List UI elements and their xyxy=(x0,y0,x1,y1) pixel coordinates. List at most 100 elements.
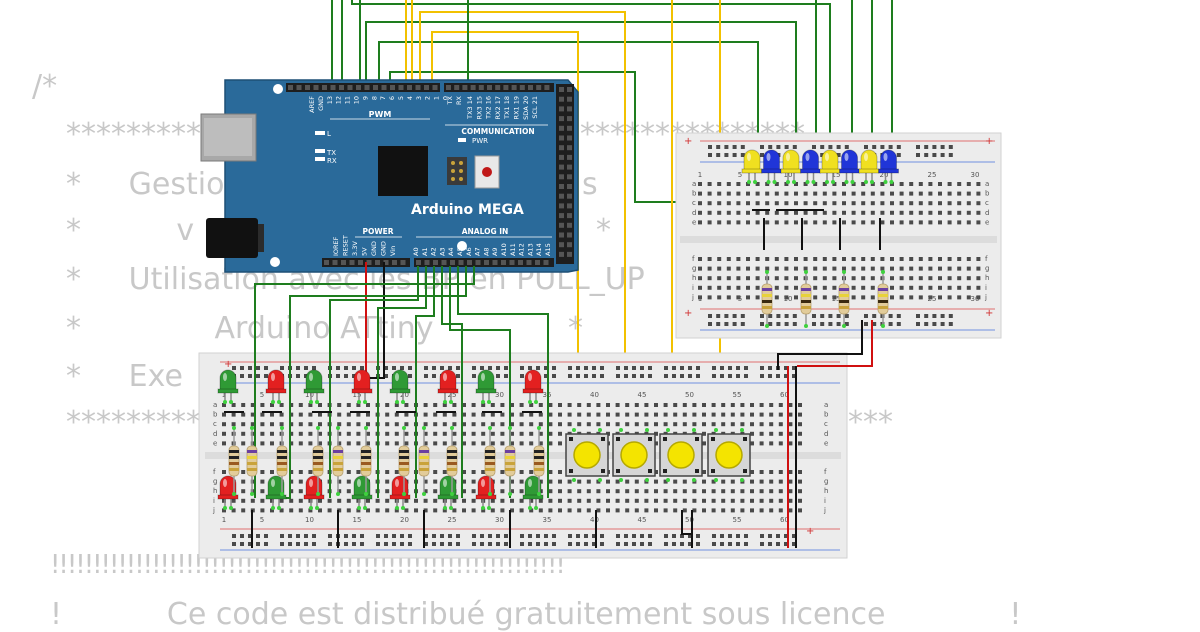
breadboard-hole xyxy=(736,276,741,281)
breadboard-hole xyxy=(888,322,893,326)
breadboard-hole xyxy=(692,498,697,503)
header-pin xyxy=(347,85,353,90)
breadboard-hole xyxy=(490,422,495,427)
resistor-pin-marker xyxy=(488,426,492,430)
breadboard-hole xyxy=(510,498,514,503)
breadboard-hole xyxy=(384,374,388,378)
breadboard-hole xyxy=(452,403,457,407)
breadboard-hole xyxy=(732,153,737,157)
breadboard-hole xyxy=(432,534,436,538)
breadboard-hole xyxy=(940,153,945,157)
resistor-pin-marker xyxy=(881,270,885,274)
breadboard-hole xyxy=(392,542,396,546)
breadboard-hole xyxy=(304,366,308,370)
breadboard-hole xyxy=(568,374,572,378)
breadboard-hole xyxy=(634,422,639,427)
breadboard-hole xyxy=(289,412,294,417)
breadboard-hole xyxy=(584,534,588,538)
pin-label: RX2 17 xyxy=(494,96,502,119)
wire xyxy=(351,0,831,150)
resistor-band xyxy=(762,288,772,291)
resistor xyxy=(533,426,545,496)
breadboard-hole xyxy=(744,542,748,546)
wire-5v xyxy=(797,320,873,367)
breadboard-hole xyxy=(899,210,904,215)
breadboard-hole xyxy=(625,508,630,513)
header-pin xyxy=(470,85,476,90)
column-number: 1 xyxy=(698,295,702,303)
breadboard-hole xyxy=(644,422,649,427)
breadboard-hole xyxy=(462,470,466,474)
pin-label: A9 xyxy=(491,247,499,256)
resistor-band xyxy=(419,450,429,453)
breadboard-hole xyxy=(798,508,802,513)
row-letter: h xyxy=(824,487,828,495)
breadboard-hole xyxy=(688,534,692,538)
rail-sign: + xyxy=(224,359,232,370)
led-pin-marker xyxy=(792,180,796,184)
breadboard-hole xyxy=(241,431,246,436)
breadboard-hole xyxy=(456,534,460,538)
breadboard-hole xyxy=(750,412,754,417)
breadboard-hole xyxy=(947,257,952,261)
breadboard-hole xyxy=(803,210,808,215)
led-pin-marker xyxy=(401,400,405,404)
resistor-pin-marker xyxy=(232,426,236,430)
breadboard-hole xyxy=(947,191,952,196)
breadboard-hole xyxy=(788,403,793,407)
breadboard-hole xyxy=(861,210,866,215)
breadboard-hole xyxy=(784,314,789,318)
breadboard-hole xyxy=(672,366,676,370)
breadboard-hole xyxy=(813,201,818,206)
breadboard-hole xyxy=(788,412,793,417)
pin-label: A15 xyxy=(544,243,552,256)
breadboard-hole xyxy=(750,479,754,484)
button-pin-marker xyxy=(666,478,670,482)
push-button xyxy=(565,428,609,482)
breadboard-hole xyxy=(870,295,875,300)
breadboard-hole xyxy=(728,374,732,378)
breadboard-hole xyxy=(880,145,885,149)
led-pin-marker xyxy=(844,180,849,184)
pin-label: TX2 16 xyxy=(485,96,493,120)
breadboard-hole xyxy=(698,201,702,206)
led-rim xyxy=(522,388,544,394)
row-letter: f xyxy=(985,255,988,263)
header-pin xyxy=(567,87,572,92)
breadboard-hole xyxy=(442,422,447,427)
breadboard-hole xyxy=(732,322,737,326)
breadboard-hole xyxy=(798,470,802,474)
breadboard-hole xyxy=(433,422,438,427)
breadboard-hole xyxy=(760,374,764,378)
breadboard-hole xyxy=(736,366,740,370)
led-pin-marker xyxy=(481,506,485,510)
breadboard-hole xyxy=(909,210,914,215)
pin-label: A3 xyxy=(438,247,446,256)
pin-label: A2 xyxy=(430,247,438,256)
breadboard-hole xyxy=(813,210,818,215)
breadboard-hole xyxy=(940,145,945,149)
breadboard-hole xyxy=(481,508,486,513)
breadboard-hole xyxy=(663,422,668,427)
breadboard-hole xyxy=(632,542,636,546)
breadboard-hole xyxy=(673,489,678,494)
breadboard-hole xyxy=(707,191,712,196)
resistor xyxy=(332,426,344,496)
breadboard-hole xyxy=(832,191,837,196)
breadboard-hole xyxy=(648,534,652,538)
resistor xyxy=(761,270,773,328)
breadboard-hole xyxy=(260,441,265,446)
breadboard-hole xyxy=(712,542,716,546)
breadboard-hole xyxy=(241,489,246,494)
breadboard-hole xyxy=(794,191,798,196)
led-highlight xyxy=(805,153,810,161)
breadboard-hole xyxy=(755,266,760,271)
breadboard-hole xyxy=(624,374,628,378)
breadboard-hole xyxy=(698,182,702,186)
breadboard-hole xyxy=(264,534,268,538)
breadboard-hole xyxy=(870,210,875,215)
breadboard-hole xyxy=(538,431,543,436)
led-pin-marker xyxy=(223,506,227,510)
resistor-band xyxy=(505,468,515,471)
breadboard-hole xyxy=(481,422,486,427)
